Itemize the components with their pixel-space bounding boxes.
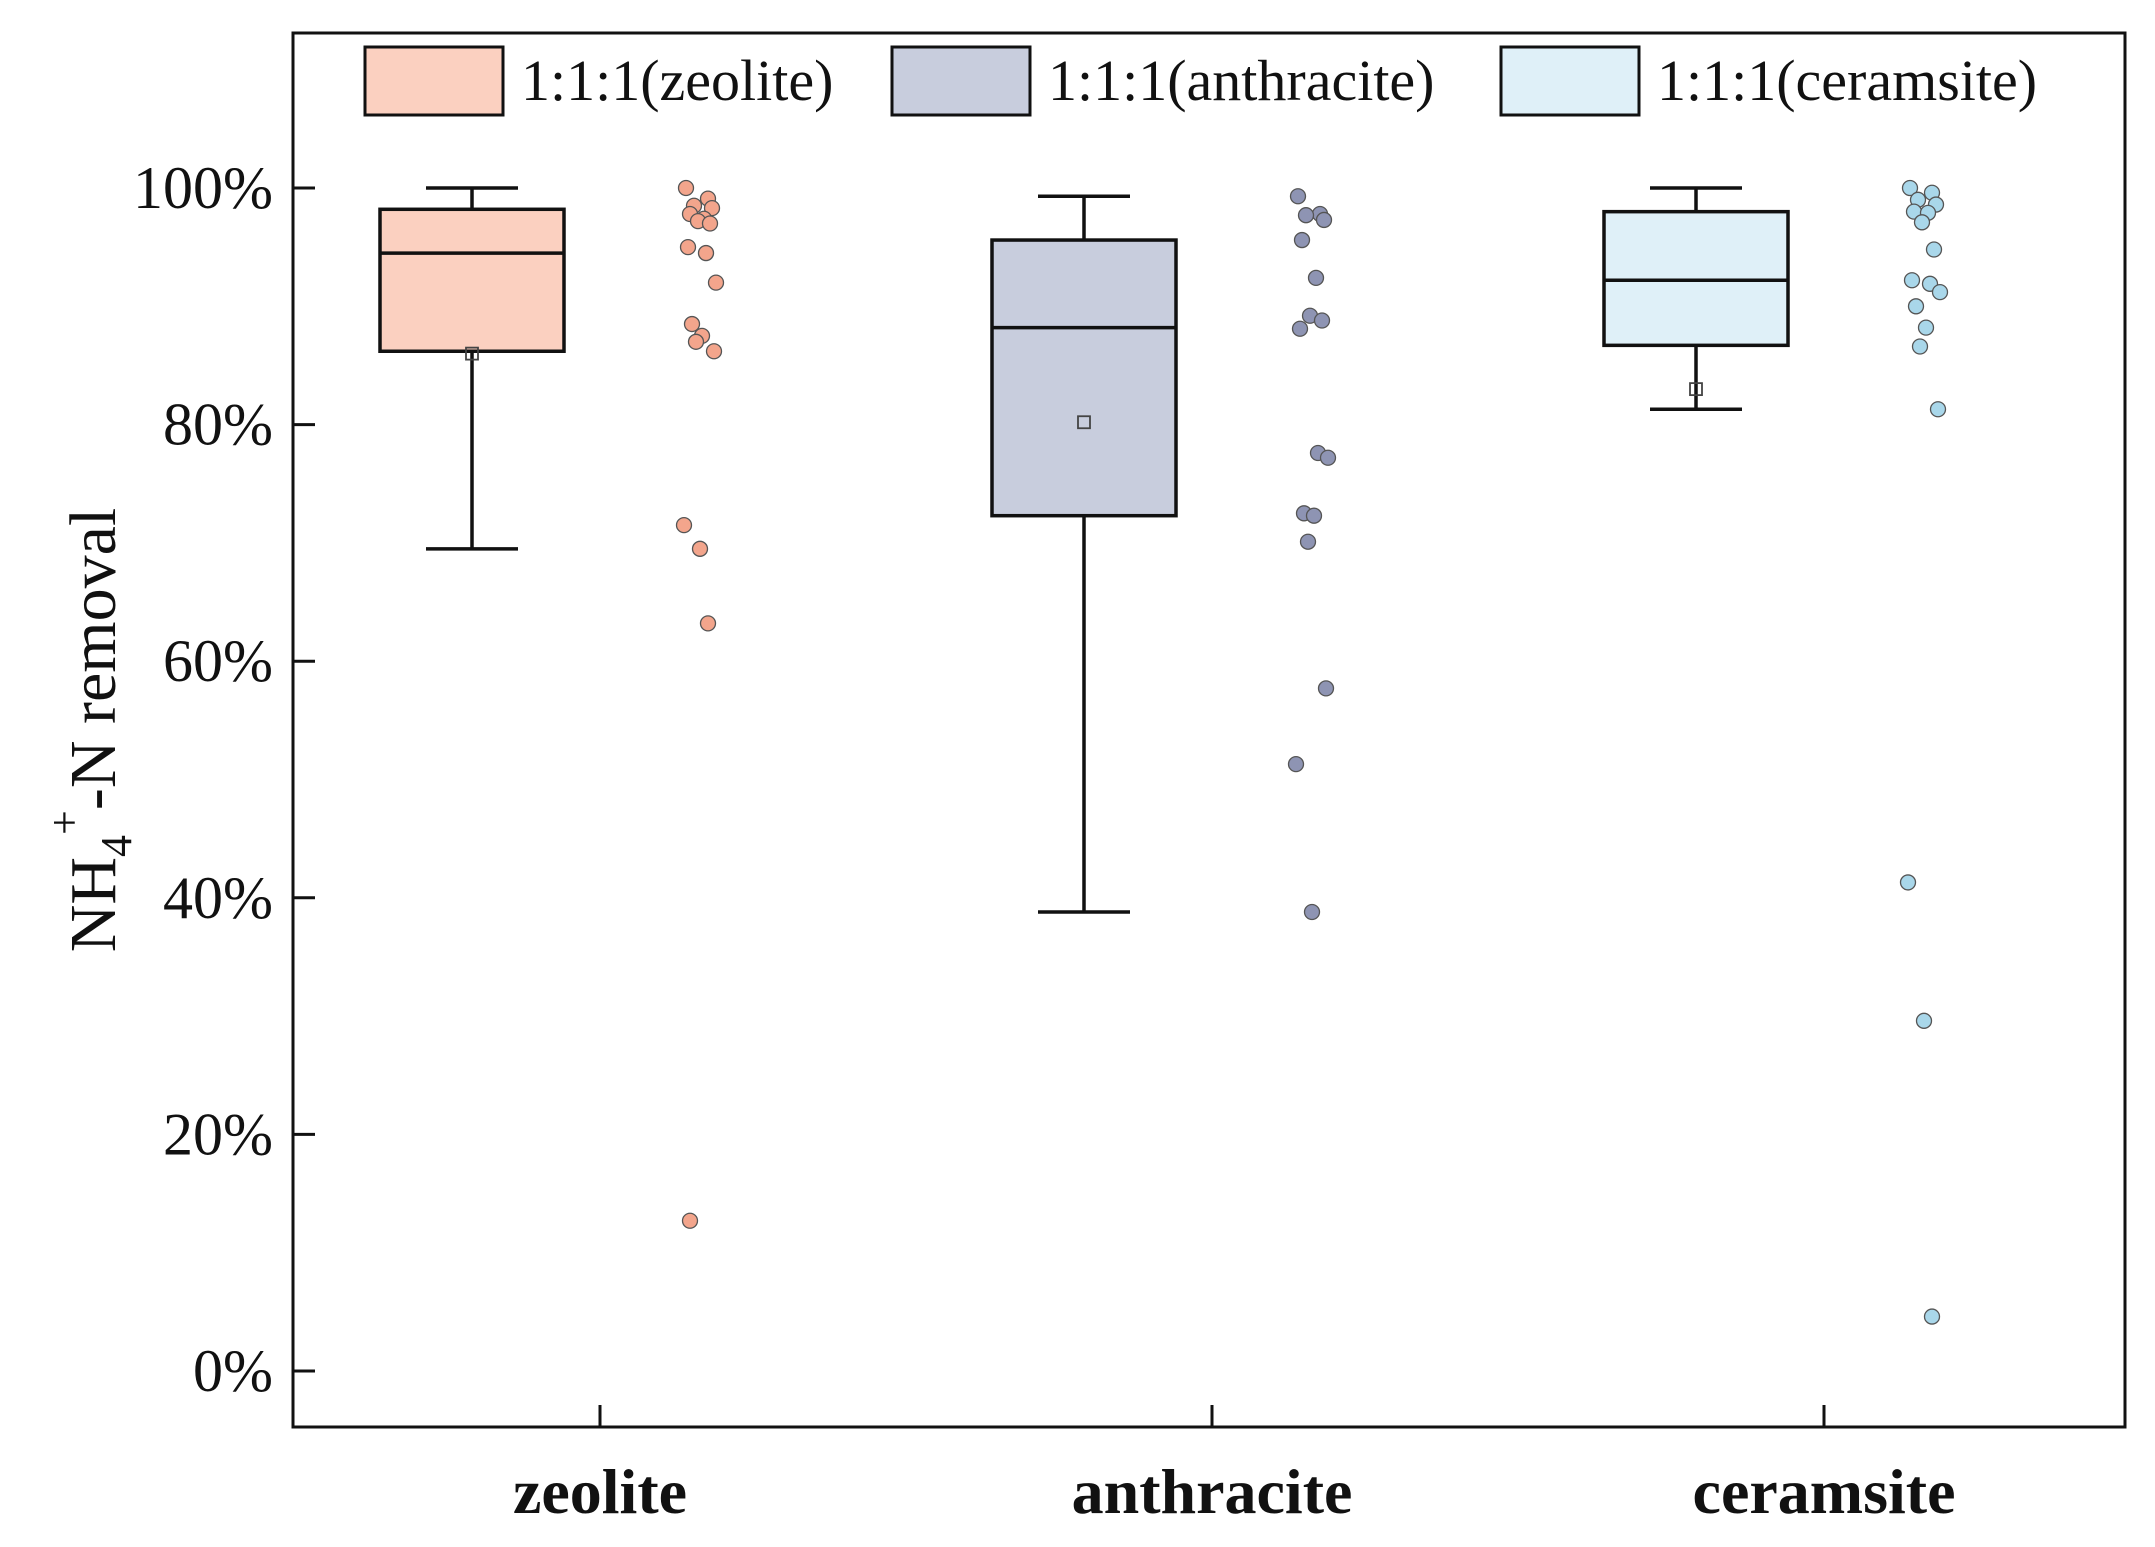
data-point [1315, 211, 1333, 229]
data-point [1899, 874, 1917, 891]
y-tick-label: 40% [163, 865, 273, 931]
legend-label: 1:1:1(anthracite) [1048, 48, 1435, 113]
data-point [675, 517, 693, 534]
y-axis-label: NH4+-N removal [40, 508, 141, 953]
y-axis-label-subscript: 4 [92, 835, 141, 857]
data-point [687, 333, 705, 350]
data-point [705, 343, 723, 360]
legend-label: 1:1:1(ceramsite) [1657, 48, 2037, 113]
scatter-points [675, 179, 1949, 1325]
legend: 1:1:1(zeolite) 1:1:1(anthracite) 1:1:1(cer… [363, 45, 2037, 117]
data-point [1317, 680, 1335, 697]
y-axis-label-suffix: -N removal [57, 508, 130, 810]
data-point [1929, 401, 1947, 418]
y-axis: 0% 20% 40% 60% 80% 100% [133, 155, 315, 1404]
box-plot [378, 186, 566, 551]
data-point [1917, 319, 1935, 336]
mean-marker [465, 346, 479, 361]
y-tick-label: 20% [163, 1101, 273, 1167]
data-point [699, 615, 717, 632]
data-point [1291, 320, 1309, 337]
y-axis-label-prefix: NH [57, 857, 130, 952]
legend-label: 1:1:1(zeolite) [521, 48, 833, 113]
legend-swatch [1499, 45, 1641, 117]
legend-swatch [890, 45, 1032, 117]
y-axis-label-superscript: + [40, 810, 89, 835]
data-point [1925, 241, 1943, 258]
y-tick-label: 0% [193, 1338, 273, 1404]
data-point [697, 244, 715, 262]
x-tick-label: ceramsite [1693, 1456, 1956, 1527]
data-point [1911, 338, 1929, 355]
data-point [1913, 214, 1931, 231]
x-tick-label: zeolite [513, 1456, 687, 1527]
box-iqr [990, 238, 1178, 518]
data-point [1931, 283, 1949, 301]
data-point [1901, 179, 1919, 197]
y-tick-label: 60% [163, 628, 273, 694]
data-point [679, 238, 697, 256]
data-point [683, 315, 701, 333]
y-tick-label: 100% [133, 155, 273, 221]
x-tick-label: anthracite [1072, 1456, 1353, 1527]
data-point [691, 540, 709, 557]
data-point [1307, 269, 1325, 287]
box-iqr [1602, 209, 1790, 348]
data-point [681, 1212, 699, 1229]
y-tick-label: 80% [163, 392, 273, 458]
data-point [1299, 533, 1317, 550]
data-point [1287, 755, 1305, 773]
data-point [1319, 449, 1337, 466]
mean-marker [1689, 382, 1703, 397]
box-plot [990, 194, 1178, 914]
x-axis: zeolite anthracite ceramsite [513, 1405, 1956, 1527]
plot-frame [291, 31, 2127, 1429]
data-point [1289, 188, 1307, 205]
data-point [1305, 507, 1323, 524]
data-point [1915, 1012, 1933, 1029]
mean-marker [1077, 415, 1091, 430]
data-point [677, 179, 695, 197]
data-point [707, 274, 725, 291]
data-point [701, 215, 719, 232]
box-plot [1602, 186, 1790, 411]
box-plots [378, 186, 1790, 914]
legend-swatch [363, 45, 505, 117]
data-point [1313, 312, 1331, 329]
data-point [1903, 272, 1921, 289]
data-point [1297, 207, 1315, 224]
data-point [1907, 298, 1925, 315]
box-iqr [378, 207, 566, 354]
data-point [1293, 231, 1311, 249]
data-point [1303, 903, 1321, 921]
data-point [1923, 1308, 1941, 1325]
